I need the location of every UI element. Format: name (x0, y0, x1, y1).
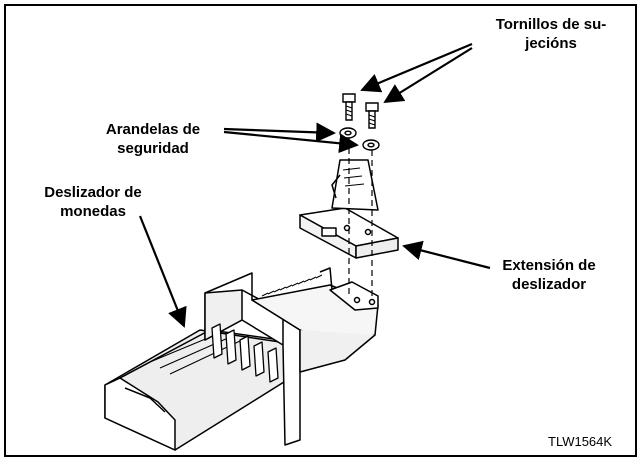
slide-extension (299, 159, 399, 259)
figure-frame (4, 4, 637, 457)
coin-slide-body (104, 267, 379, 451)
screws-label-line2: jecións (525, 35, 577, 52)
slide-label-line1: Deslizador de (44, 184, 142, 201)
callout-arrows (138, 42, 491, 328)
extension-label: Extensión de deslizador (484, 256, 614, 294)
slide-label: Deslizador de monedas (18, 183, 168, 221)
screws-label: Tornillos de su- jecións (470, 15, 632, 53)
extension-label-line1: Extensión de (502, 257, 596, 274)
lock-washers (339, 127, 380, 151)
slide-label-line2: monedas (60, 203, 126, 220)
figure-code: TLW1564K (548, 434, 613, 449)
mounting-screws (342, 93, 379, 129)
extension-label-line2: deslizador (511, 276, 587, 293)
alignment-lines (348, 138, 373, 300)
washers-label-line1: Arandelas de (105, 121, 201, 138)
washers-label-line2: seguridad (117, 140, 189, 157)
washers-label: Arandelas de seguridad (82, 120, 224, 158)
screws-label-line1: Tornillos de su- (495, 16, 607, 33)
